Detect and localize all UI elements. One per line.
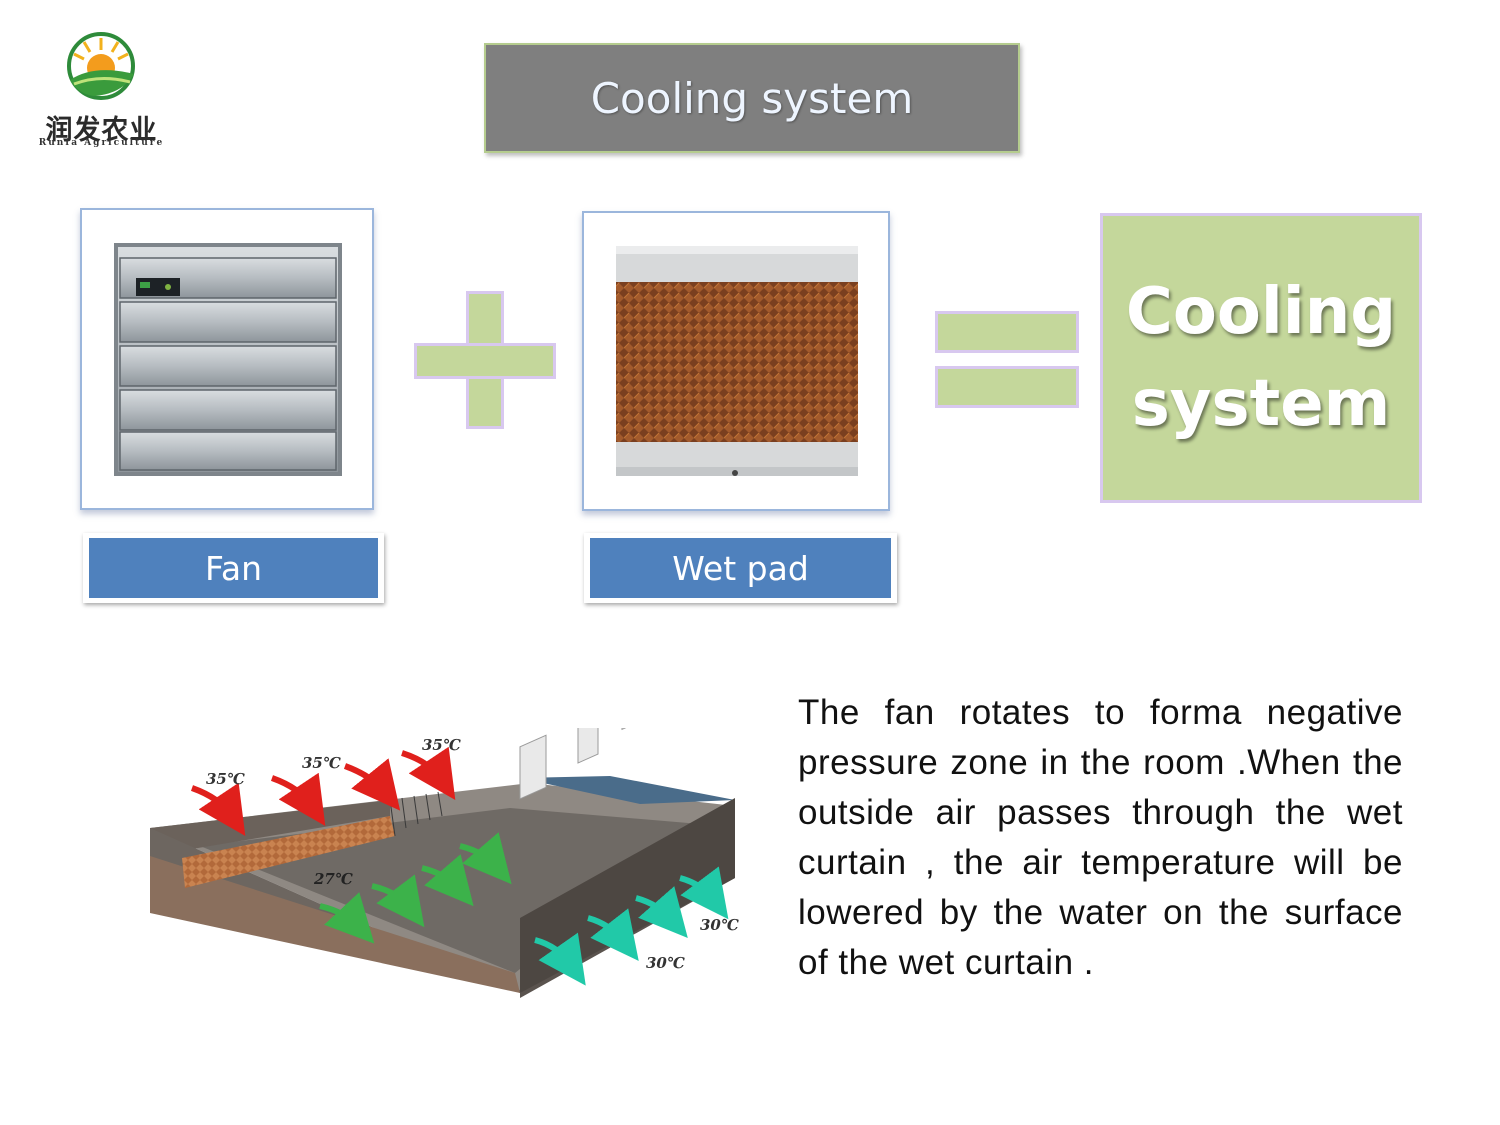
result-cooling-system-box: Cooling system — [1100, 213, 1422, 503]
equals-sign-top-bar — [935, 311, 1079, 353]
exhaust-air-arrow — [679, 866, 729, 920]
company-logo: 润发农业 Runfa Agriculture — [34, 28, 169, 153]
diagram-wet-curtain — [182, 816, 395, 888]
fan-label: Fan — [83, 533, 384, 603]
cool-air-arrow — [319, 892, 375, 944]
wet-pad-image — [616, 246, 858, 476]
logo-text-english: Runfa Agriculture — [38, 138, 165, 148]
logo-emblem-icon — [67, 32, 135, 100]
result-line-2: system — [1131, 367, 1391, 441]
temp-outside-label: 35℃ — [302, 754, 341, 772]
greenhouse-airflow-diagram: 35℃ 35℃ 35℃ 27℃ 30℃ 30℃ — [140, 596, 750, 1003]
warm-air-arrow — [270, 772, 326, 826]
result-line-1: Cooling — [1125, 275, 1397, 349]
temp-inside-label: 27℃ — [313, 870, 353, 888]
wet-pad-image-frame — [582, 211, 890, 511]
temp-outside-label: 35℃ — [422, 736, 461, 754]
equals-sign-bottom-bar — [935, 366, 1079, 408]
cool-air-arrow — [371, 874, 425, 928]
warm-air-arrow — [401, 746, 456, 800]
description-paragraph: The fan rotates to forma negative pressu… — [798, 693, 1403, 982]
warm-air-arrow — [190, 782, 246, 836]
temp-exhaust-label: 30℃ — [700, 916, 739, 934]
title-banner: Cooling system — [484, 43, 1020, 153]
fan-image-frame — [80, 208, 374, 510]
greenhouse-roof — [520, 776, 735, 804]
wet-pad-label: Wet pad — [584, 533, 897, 603]
cool-air-arrow — [459, 832, 512, 885]
fan-image — [114, 243, 342, 476]
temp-exhaust-label: 30℃ — [646, 954, 685, 972]
cool-air-arrow — [421, 854, 474, 907]
exhaust-air-arrow — [587, 908, 639, 961]
logo-text-chinese: 润发农业 — [45, 115, 158, 146]
plus-sign-center — [469, 346, 501, 376]
warm-air-arrow — [343, 758, 401, 811]
exhaust-air-arrow — [635, 886, 688, 939]
exhaust-air-arrow — [534, 932, 586, 986]
temp-outside-label: 35℃ — [206, 770, 245, 788]
page-title: Cooling system — [590, 73, 914, 123]
fan-label-text: Fan — [89, 538, 378, 598]
wet-pad-label-text: Wet pad — [590, 538, 891, 598]
